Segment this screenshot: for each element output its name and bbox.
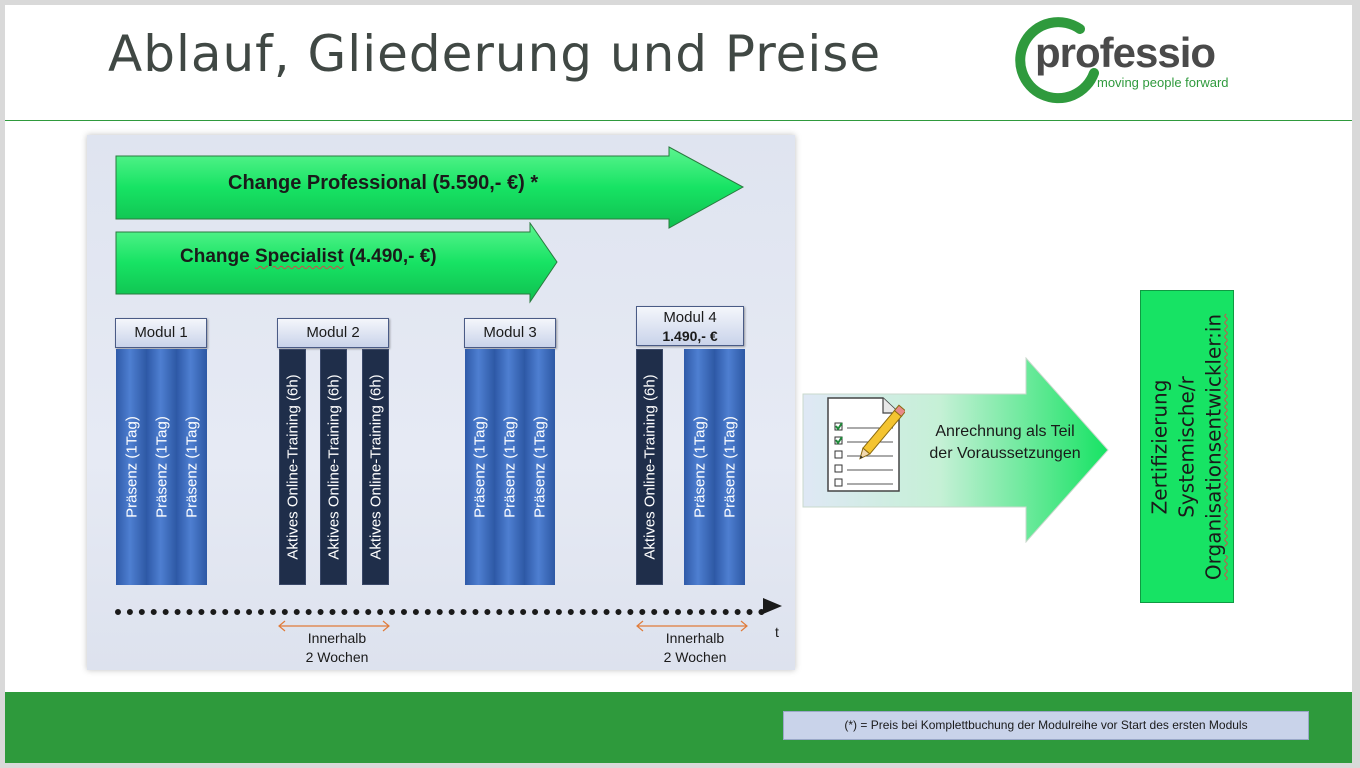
slide: Ablauf, Gliederung und Preise professio … [5,5,1352,763]
logo-wordmark: professio [1035,29,1216,76]
module-1-praesenz-bar-3: Präsenz (1Tag) [177,349,207,585]
module-1-praesenz-bar-1: Präsenz (1Tag) [116,349,147,585]
certification-label: Zertifizierung Systemische/r Organisatio… [1147,313,1226,580]
module-4-praesenz-bar-1: Präsenz (1Tag) [684,349,715,585]
timeline-arrowhead-icon [763,598,782,614]
header-divider [5,120,1352,121]
module-2-box: Modul 2 [277,318,389,348]
module-4-online-bar: Aktives Online-Training (6h) [636,349,663,585]
module-4-praesenz-bar-2: Präsenz (1Tag) [715,349,745,585]
specialist-arrow-shape [115,222,558,304]
span-marker-1-icon [278,620,390,632]
timeline-axis [115,609,765,615]
module-4-box: Modul 4 1.490,- € [636,306,744,346]
module-3-box: Modul 3 [464,318,556,348]
page-title: Ablauf, Gliederung und Preise [108,25,882,83]
module-1-praesenz-bar-2: Präsenz (1Tag) [147,349,177,585]
specialist-arrow-label: Change Specialist (4.490,- €) [180,246,437,267]
timeline-axis-label: t [775,624,779,640]
professional-arrow-shape [115,146,745,229]
module-2-online-bar-3: Aktives Online-Training (6h) [362,349,389,585]
checklist-pencil-icon [827,397,905,492]
logo-tagline: moving people forward [1097,75,1229,90]
professional-arrow-label: Change Professional (5.590,- €) * [228,172,539,194]
price-footnote: (*) = Preis bei Komplettbuchung der Modu… [783,711,1309,740]
module-3-praesenz-bar-3: Präsenz (1Tag) [525,349,555,585]
module-4-label: Modul 4 [663,309,717,326]
span-marker-2-icon [636,620,748,632]
module-2-online-bar-1: Aktives Online-Training (6h) [279,349,306,585]
module-3-praesenz-bar-2: Präsenz (1Tag) [495,349,525,585]
module-2-online-bar-2: Aktives Online-Training (6h) [320,349,347,585]
module-3-praesenz-bar-1: Präsenz (1Tag) [465,349,495,585]
module-4-price: 1.490,- € [662,328,718,344]
logo-ring-icon [1015,17,1099,104]
module-1-box: Modul 1 [115,318,207,348]
certification-box: Zertifizierung Systemische/r Organisatio… [1140,290,1234,603]
